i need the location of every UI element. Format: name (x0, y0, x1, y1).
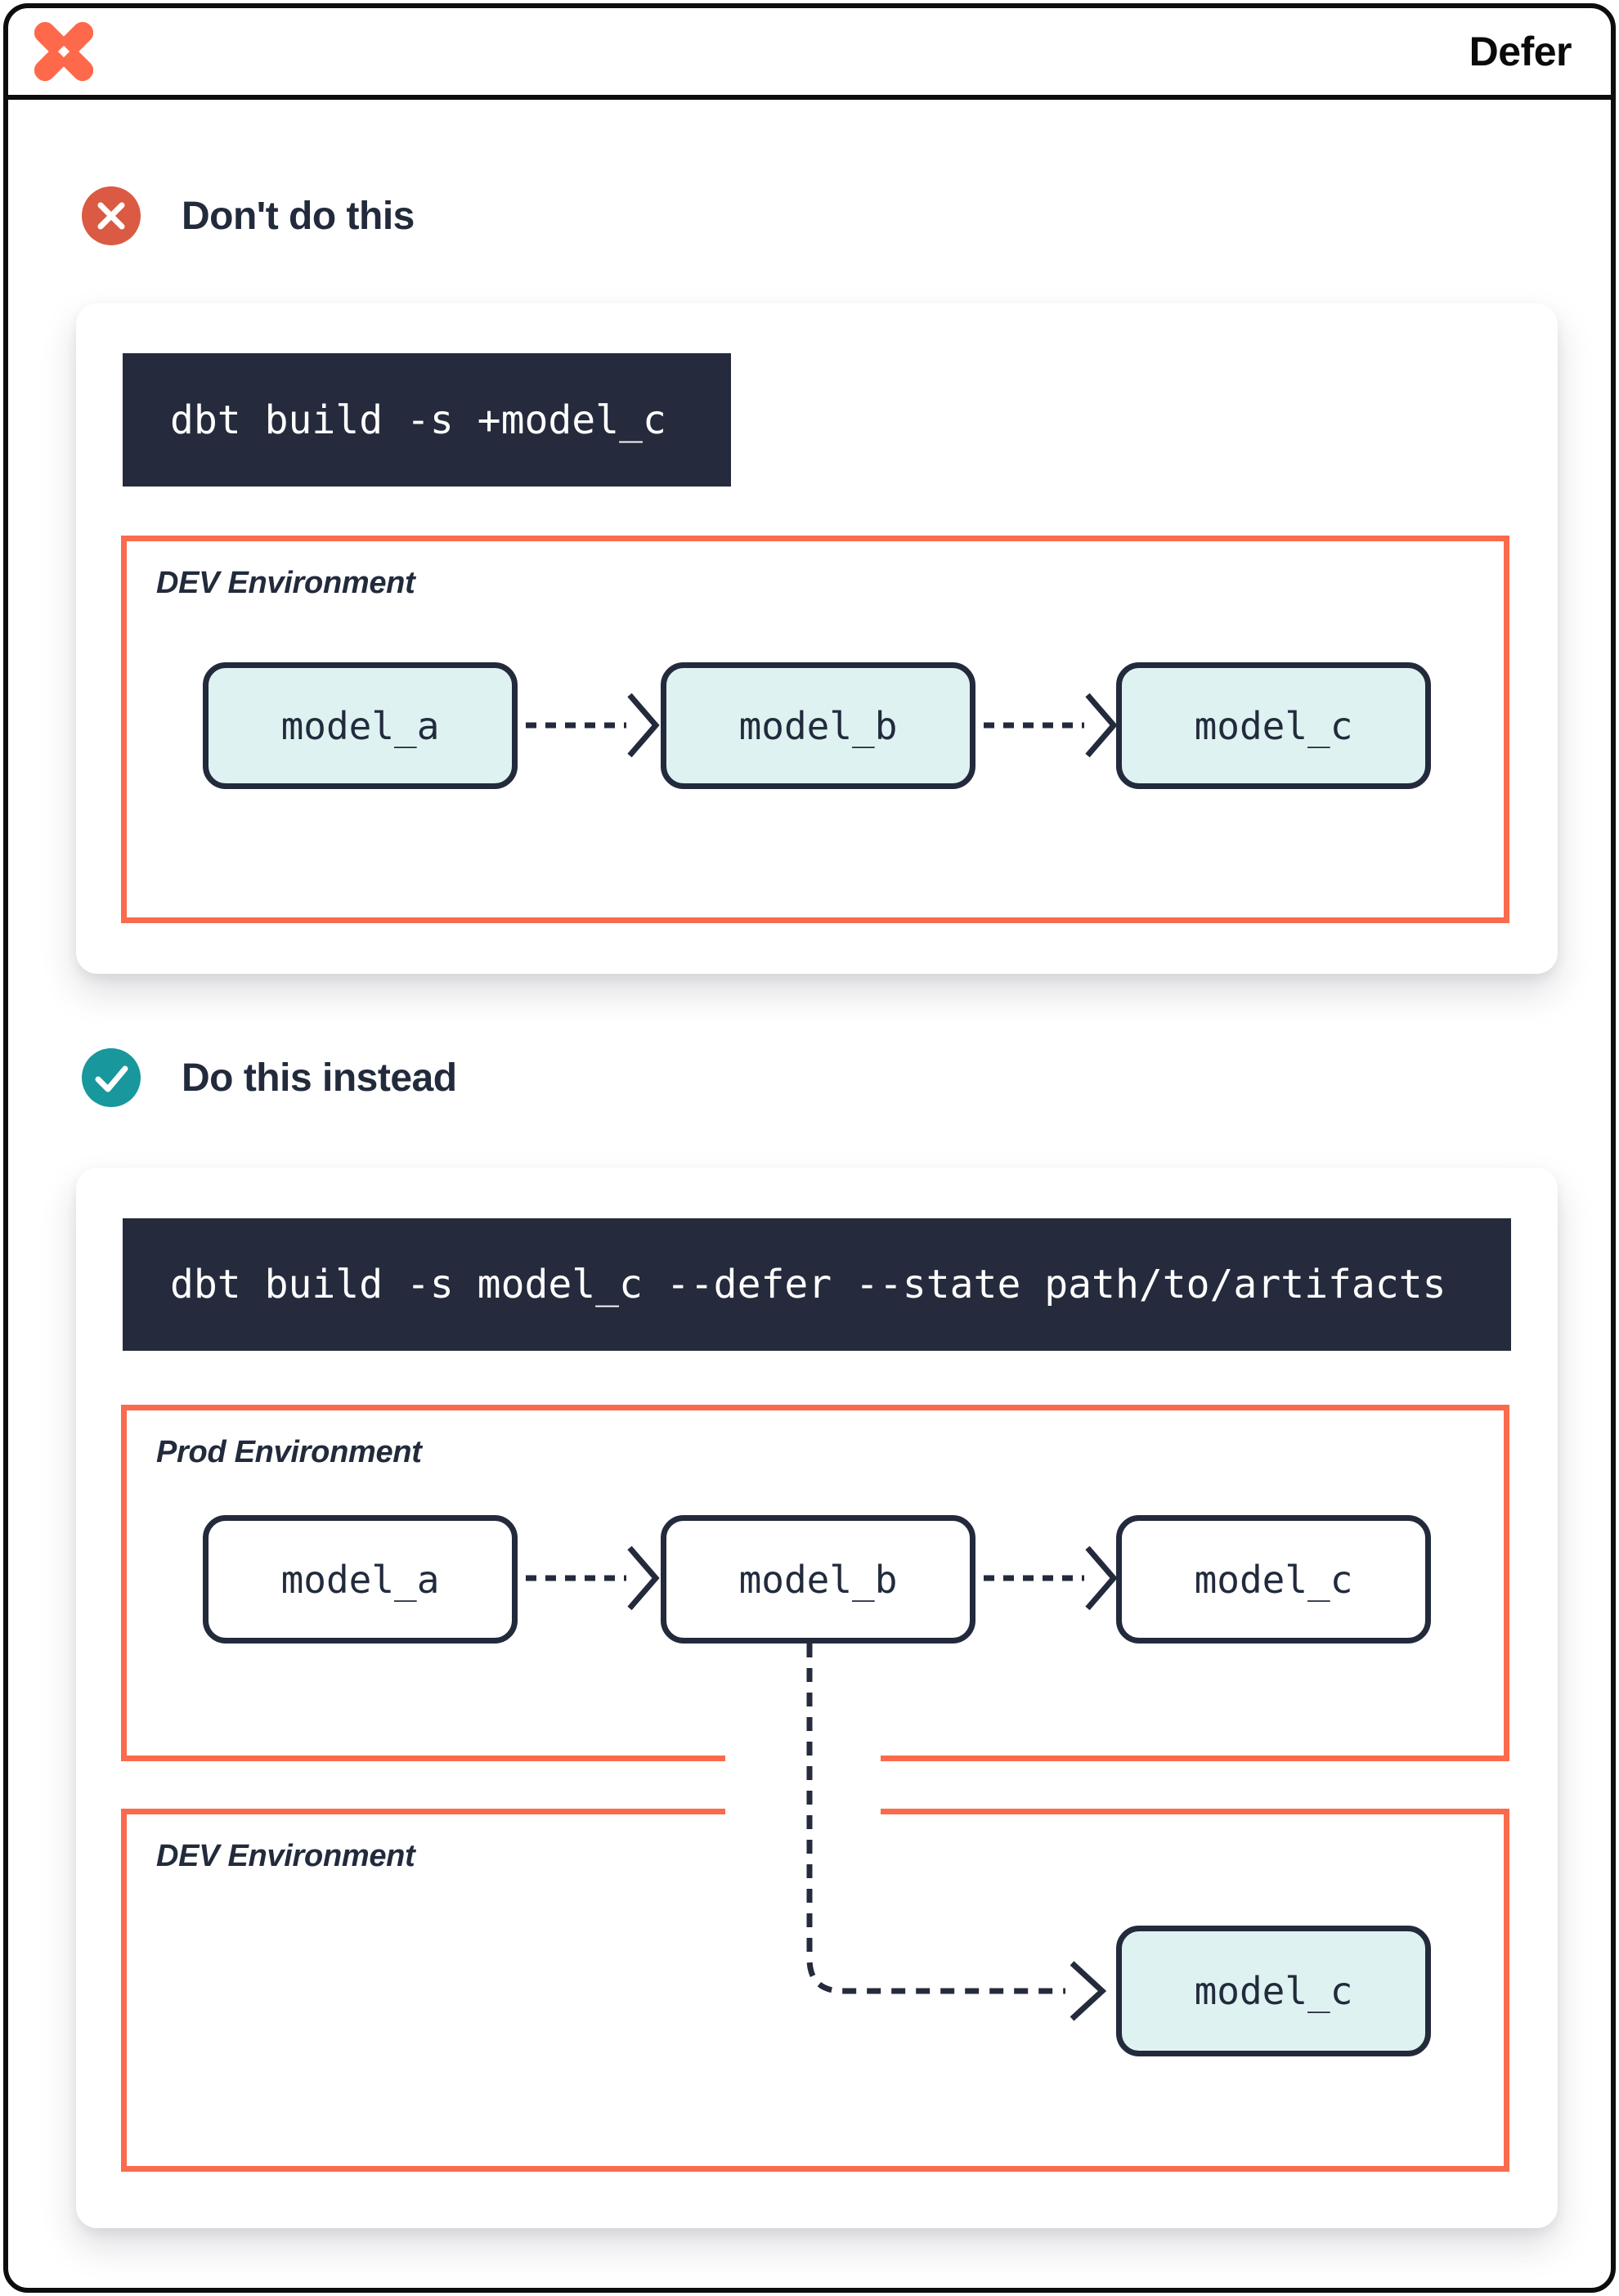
dont-heading: Don't do this (182, 194, 415, 238)
dev-model-c-label: model_c (1194, 1969, 1353, 2013)
prod-model-b-node: model_b (661, 1515, 975, 1644)
prod-model-c-node: model_c (1116, 1515, 1431, 1644)
dont-card: dbt build -s +model_c DEV Environment mo… (76, 303, 1558, 974)
dbt-logo-icon (34, 21, 93, 82)
model-b-node: model_b (661, 662, 975, 789)
window-frame: Defer (3, 3, 1616, 2293)
model-a-node: model_a (203, 662, 518, 789)
do-command-terminal: dbt build -s model_c --defer --state pat… (123, 1218, 1511, 1351)
dont-command-terminal: dbt build -s +model_c (123, 353, 731, 487)
dev-environment-label: DEV Environment (156, 566, 415, 600)
dont-command-text: dbt build -s +model_c (170, 397, 666, 443)
do-heading-row: Do this instead (82, 1048, 457, 1107)
do-command-text: dbt build -s model_c --defer --state pat… (170, 1262, 1446, 1307)
prod-model-c-label: model_c (1194, 1557, 1353, 1602)
prod-environment-label: Prod Environment (156, 1435, 422, 1469)
arrow-b-to-c-icon (984, 693, 1118, 758)
dev-model-c-node: model_c (1116, 1926, 1431, 2056)
dev-environment-box: DEV Environment model_a model_b model_c (121, 536, 1509, 923)
dev-environment-label-2: DEV Environment (156, 1839, 415, 1873)
check-icon (82, 1048, 141, 1107)
dont-heading-row: Don't do this (82, 186, 415, 245)
prod-model-a-label: model_a (280, 1557, 440, 1602)
model-c-label: model_c (1194, 703, 1353, 748)
prod-model-b-label: model_b (738, 1557, 898, 1602)
x-icon (82, 186, 141, 245)
model-c-node: model_c (1116, 662, 1431, 789)
arrow-a-to-b-icon (526, 693, 660, 758)
border-gap (725, 1809, 881, 1814)
do-card: dbt build -s model_c --defer --state pat… (76, 1168, 1558, 2228)
model-a-label: model_a (280, 703, 440, 748)
prod-environment-box: Prod Environment model_a model_b model_c (121, 1405, 1509, 1761)
model-b-label: model_b (738, 703, 898, 748)
arrow-a-to-b-icon (526, 1545, 660, 1611)
arrow-b-to-c-icon (984, 1545, 1118, 1611)
prod-model-a-node: model_a (203, 1515, 518, 1644)
border-gap (725, 1756, 881, 1761)
do-heading: Do this instead (182, 1056, 457, 1100)
page-title: Defer (1469, 29, 1572, 74)
dev-environment-box-2: DEV Environment model_c (121, 1809, 1509, 2172)
header-bar: Defer (8, 8, 1611, 100)
